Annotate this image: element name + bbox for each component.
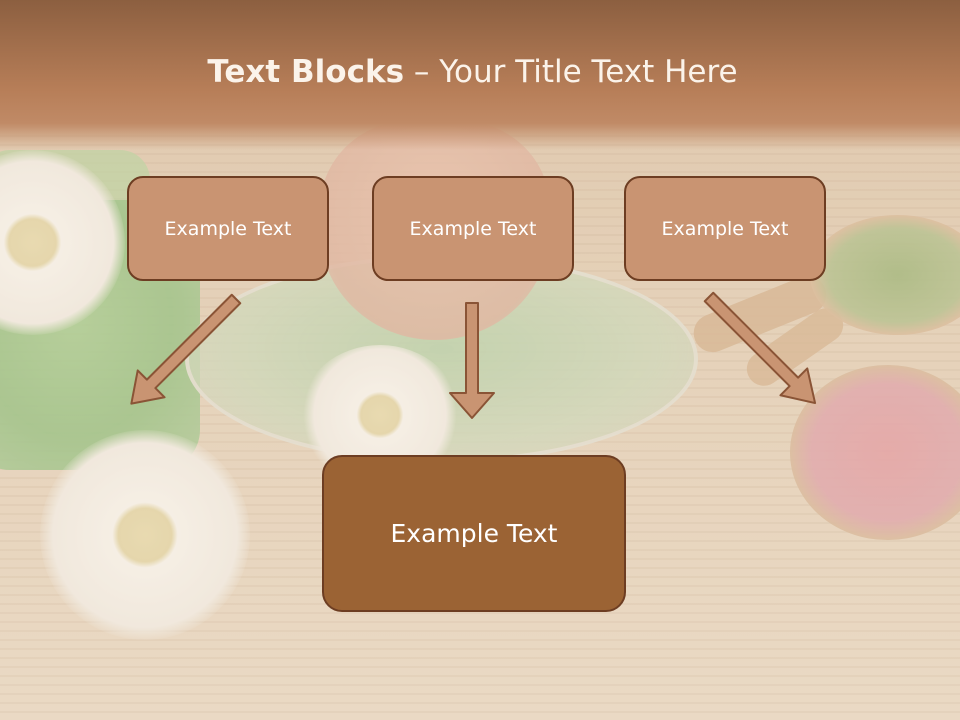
arrow-right	[703, 291, 817, 405]
background-spoon-pink-salt	[790, 365, 960, 540]
slide-title[interactable]: Text Blocks – Your Title Text Here	[0, 54, 945, 90]
arrow-center	[449, 302, 495, 419]
result-box-label: Example Text	[390, 519, 558, 548]
arrow-left	[130, 293, 242, 405]
title-separator: –	[404, 54, 440, 90]
text-box-center-label: Example Text	[409, 217, 537, 240]
title-rest: Your Title Text Here	[439, 54, 738, 90]
text-box-right[interactable]: Example Text	[624, 176, 826, 281]
text-box-left[interactable]: Example Text	[127, 176, 329, 281]
background-spoon-green-salt	[810, 215, 960, 335]
text-box-right-label: Example Text	[661, 217, 789, 240]
result-box[interactable]: Example Text	[322, 455, 626, 612]
background-daisy-bottom-left	[40, 430, 250, 640]
title-band	[0, 0, 960, 150]
text-box-left-label: Example Text	[164, 217, 292, 240]
title-bold: Text Blocks	[207, 54, 405, 90]
text-box-center[interactable]: Example Text	[372, 176, 574, 281]
